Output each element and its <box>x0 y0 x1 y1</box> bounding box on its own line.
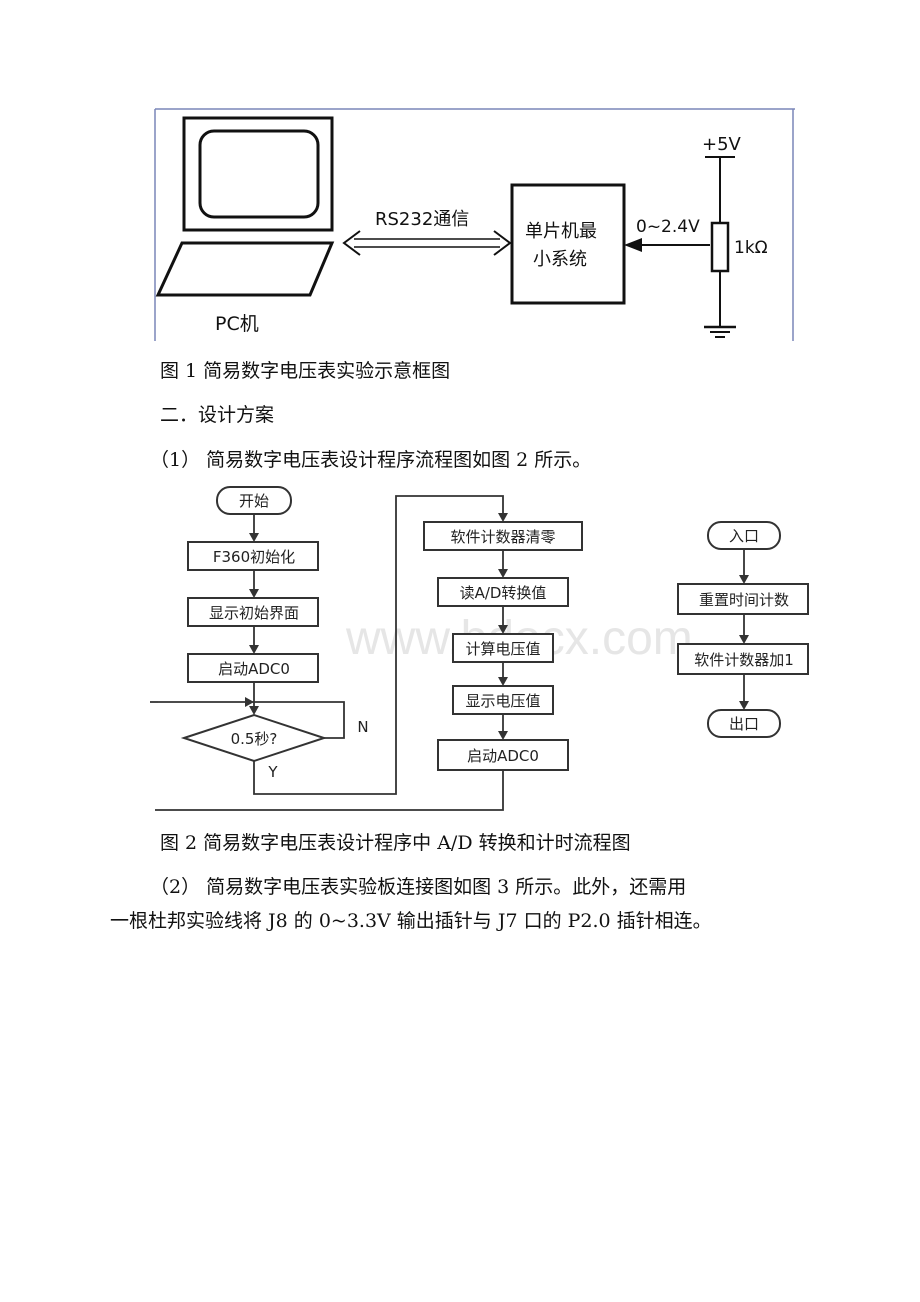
calc-voltage-box <box>452 633 554 663</box>
start-adc-2-label: 启动ADC0 <box>467 747 539 765</box>
no-label: N <box>357 718 368 736</box>
reset-time-box <box>677 583 809 615</box>
resistor-label: 1kΩ <box>734 238 768 258</box>
entry-label: 入口 <box>729 527 759 545</box>
mcu-label-line2: 小系统 <box>533 249 587 270</box>
clear-counter-label: 软件计数器清零 <box>450 528 555 546</box>
paragraph-2-line-2: 一根杜邦实验线将 J8 的 0~3.3V 输出插针与 J7 口的 P2.0 插针… <box>110 910 712 932</box>
figure-1-diagram: RS232通信 单片机最 小系统 0~2.4V +5V 1kΩ PC机 <box>154 108 795 341</box>
decision-label: 0.5秒? <box>231 730 278 748</box>
yes-label: Y <box>267 763 278 781</box>
voltage-range-label: 0~2.4V <box>636 217 700 237</box>
init-label: F360初始化 <box>213 548 295 566</box>
rs232-label: RS232通信 <box>375 209 469 230</box>
calc-voltage-label: 计算电压值 <box>465 640 540 658</box>
pc-keyboard-icon <box>155 241 335 297</box>
mcu-label-line1: 单片机最 <box>525 221 597 242</box>
paragraph-1: （1） 简易数字电压表设计程序流程图如图 2 所示。 <box>150 449 592 471</box>
mcu-box <box>510 183 626 305</box>
show-init-box <box>187 597 319 627</box>
show-voltage-label: 显示电压值 <box>465 692 540 710</box>
voltage-arrow <box>624 238 710 252</box>
section-heading: 二．设计方案 <box>160 404 275 426</box>
counter-inc-box <box>677 643 809 675</box>
ground-icon <box>704 325 736 338</box>
counter-inc-label: 软件计数器加1 <box>694 651 794 669</box>
figure-2-caption: 图 2 简易数字电压表设计程序中 A/D 转换和计时流程图 <box>160 832 631 854</box>
start-adc-box <box>187 653 319 683</box>
start-adc-label: 启动ADC0 <box>218 660 290 678</box>
rs232-double-arrow <box>342 230 512 256</box>
paragraph-2-line-1: （2） 简易数字电压表实验板连接图如图 3 所示。此外，还需用 <box>150 876 687 898</box>
start-label: 开始 <box>239 492 269 510</box>
init-box <box>187 541 319 571</box>
read-ad-label: 读A/D转换值 <box>460 584 547 602</box>
supply-label: +5V <box>702 134 742 155</box>
read-ad-box <box>437 577 569 607</box>
exit-label: 出口 <box>729 715 759 733</box>
reset-time-label: 重置时间计数 <box>699 591 789 609</box>
figure-2-flowchart: www.bdocx.com <box>150 486 809 811</box>
pc-label: PC机 <box>215 313 259 335</box>
show-init-label: 显示初始界面 <box>209 604 299 622</box>
figure-1-caption: 图 1 简易数字电压表实验示意框图 <box>160 360 451 382</box>
resistor-circuit <box>705 156 735 327</box>
pc-monitor-icon <box>182 116 334 232</box>
